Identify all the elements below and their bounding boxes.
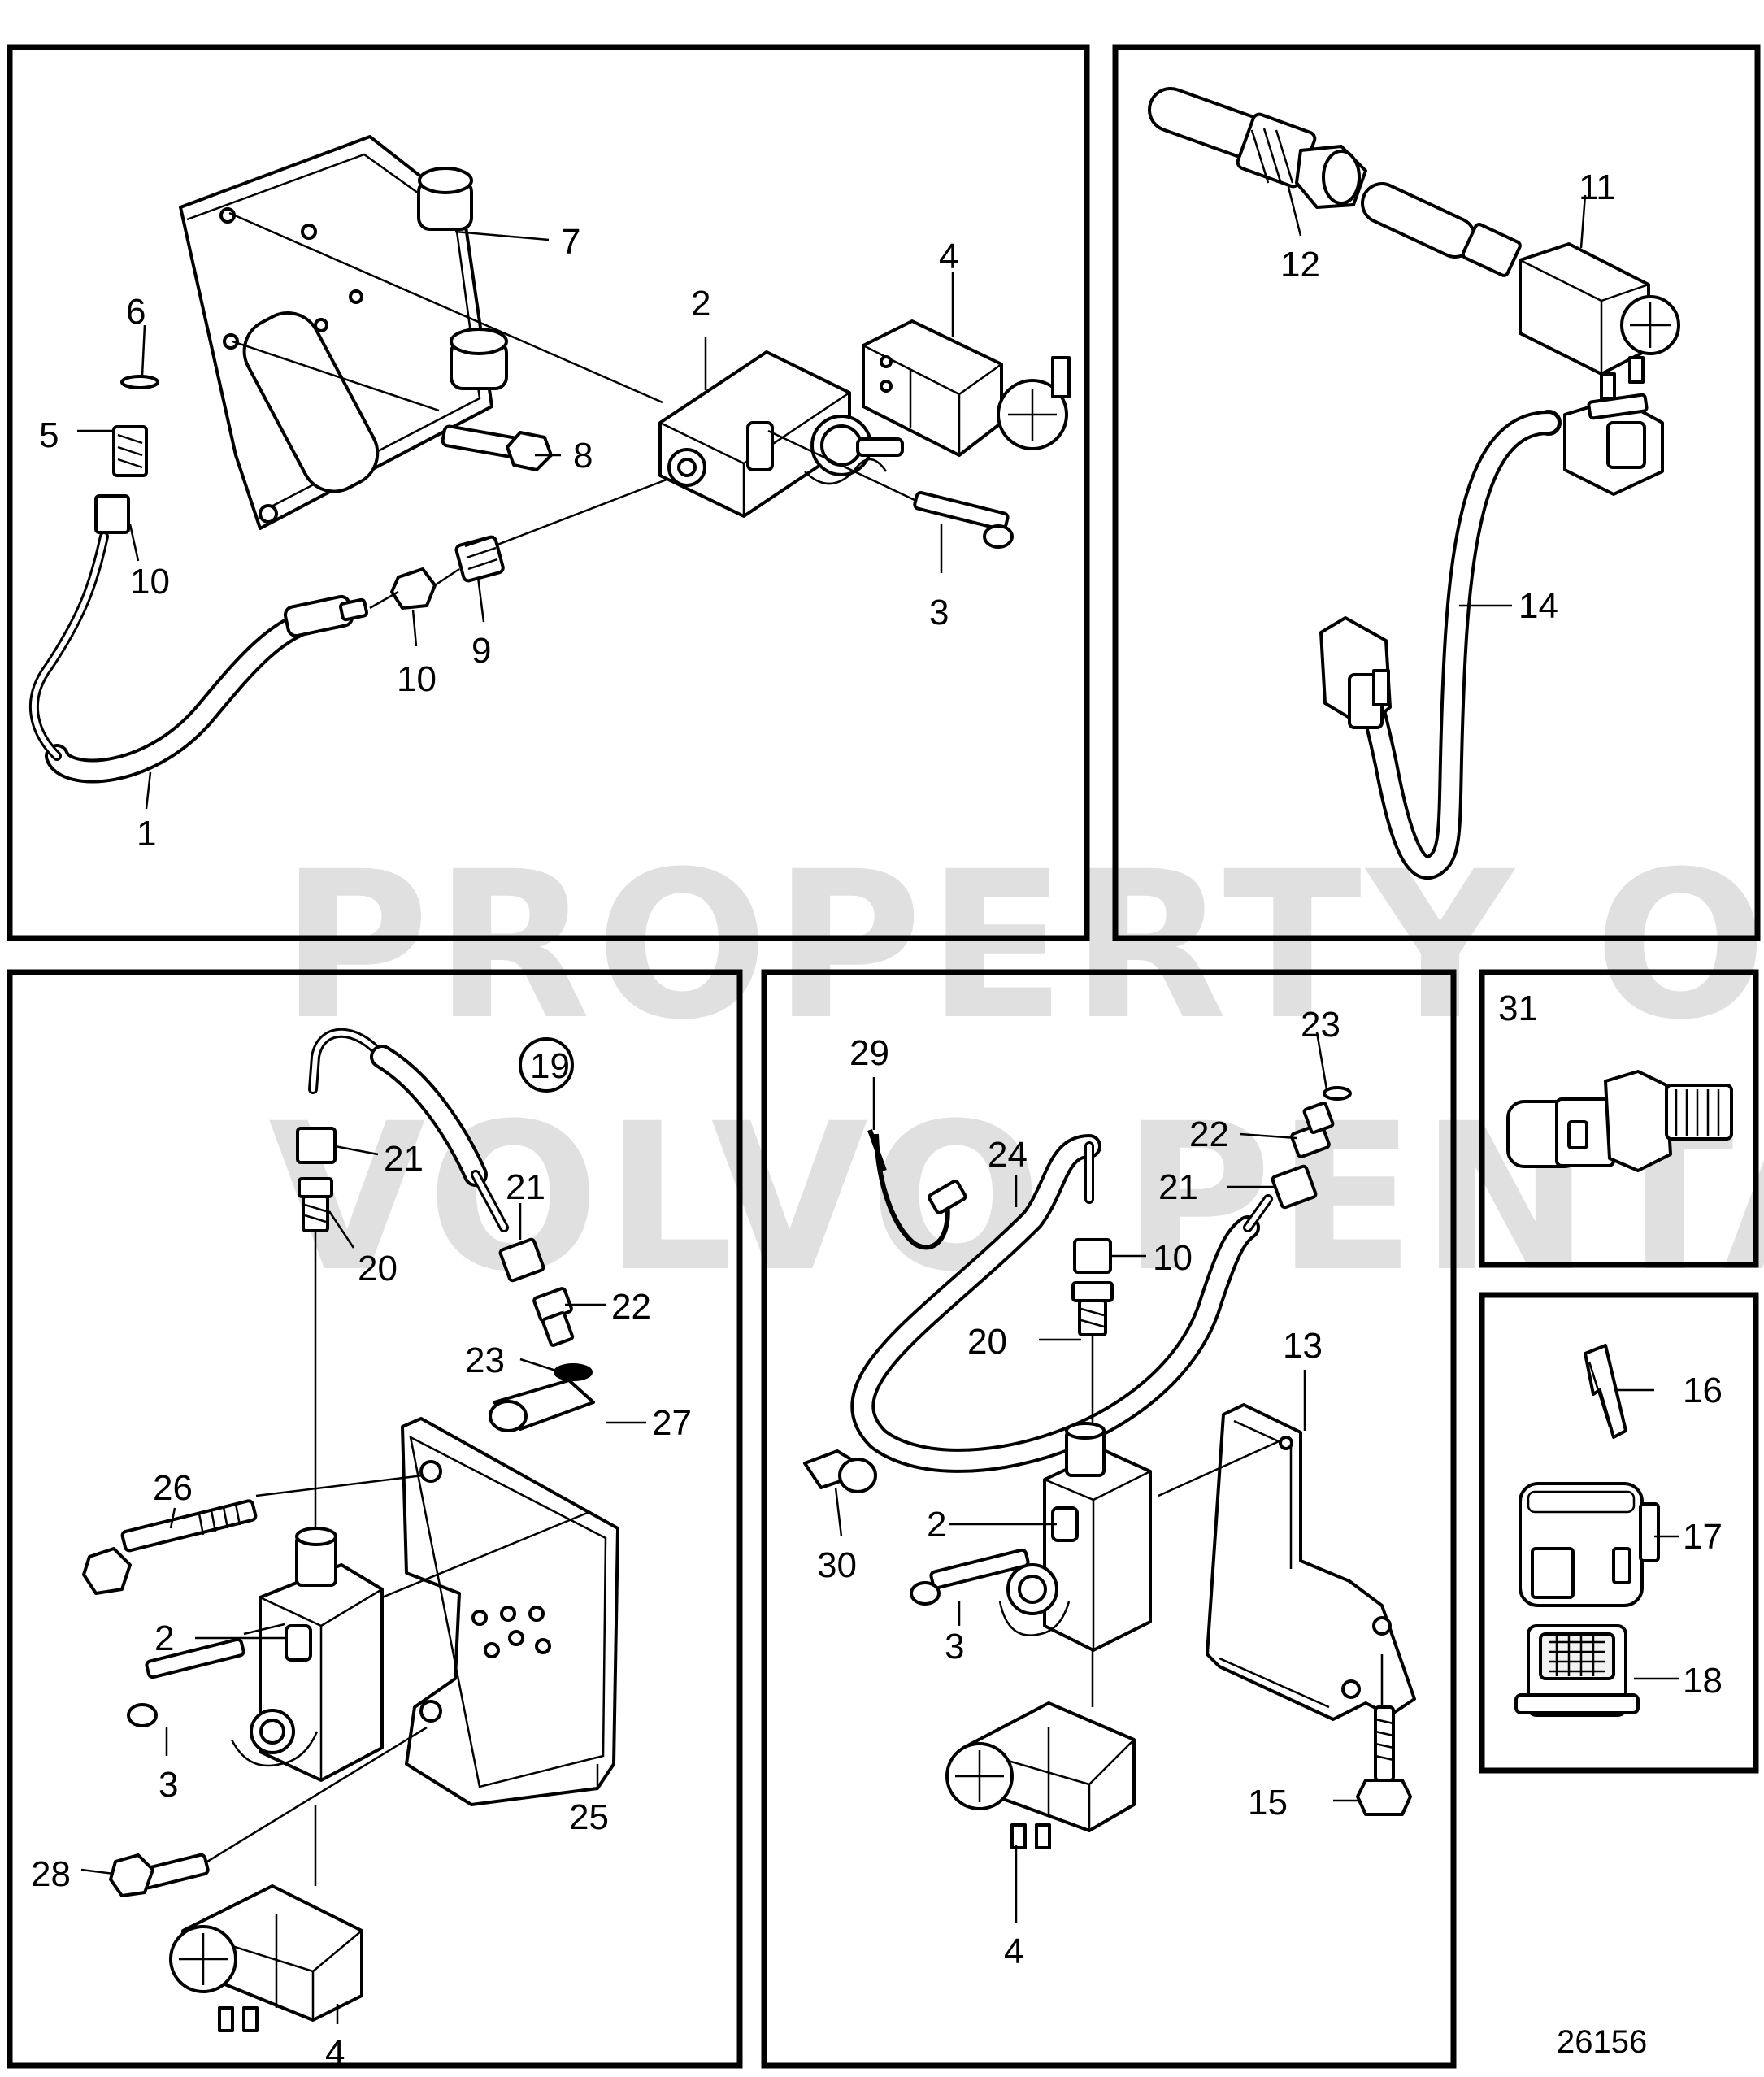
panel-bottom-middle: 29 24 23 22 21 10 20 13 2 30 3 15 4 — [803, 1005, 1416, 1971]
pressure-switch — [1506, 1070, 1733, 1172]
panel-small-right-bottom: 16 17 18 — [1514, 1344, 1723, 1717]
callout-10b: 10 — [397, 659, 437, 699]
screw — [127, 1637, 245, 1727]
sensor-fitting — [1236, 112, 1367, 209]
callout-circle-19 — [519, 1037, 574, 1093]
pressure-sensor — [1361, 182, 1680, 400]
solenoid — [945, 1701, 1136, 1849]
callout-6: 6 — [126, 292, 146, 332]
callout-2: 2 — [154, 1619, 174, 1658]
connector-housing — [1519, 1482, 1660, 1607]
callout-22: 22 — [611, 1287, 651, 1327]
callout-4: 4 — [1004, 1931, 1023, 1971]
panel-top-right: 12 11 14 — [1148, 87, 1680, 880]
callout-14: 14 — [1519, 586, 1558, 626]
callout-12: 12 — [1280, 245, 1320, 285]
callout-31: 31 — [1498, 989, 1538, 1028]
callout-27: 27 — [652, 1403, 692, 1443]
panel-top-right-frame — [1112, 44, 1761, 941]
callout-30: 30 — [817, 1545, 857, 1585]
connector-pin-block — [1514, 1624, 1640, 1717]
screw — [910, 1548, 1030, 1606]
cable — [874, 1133, 950, 1250]
callout-3: 3 — [929, 593, 949, 632]
terminal-clip — [1584, 1344, 1627, 1439]
callout-2: 2 — [927, 1505, 946, 1545]
callout-19: 19 — [530, 1046, 570, 1086]
cable-connector — [1536, 393, 1664, 496]
callout-26: 26 — [153, 1468, 193, 1508]
panel-bottom-middle-frame — [761, 969, 1457, 2069]
callout-23: 23 — [1301, 1005, 1340, 1045]
flange-bolt — [1356, 1705, 1412, 1816]
callout-2: 2 — [691, 284, 710, 324]
panel-small-right-top: 31 — [1498, 989, 1733, 1172]
callout-1: 1 — [137, 814, 156, 854]
callout-17: 17 — [1683, 1517, 1723, 1557]
chain — [230, 1731, 319, 1767]
callout-7: 7 — [561, 222, 580, 262]
valve-block — [250, 1527, 384, 1782]
callout-15: 15 — [1248, 1783, 1288, 1823]
panel-top-left-frame — [7, 44, 1090, 941]
callout-28: 28 — [31, 1854, 71, 1894]
panel-top-left: 7 2 4 6 5 8 10 3 9 10 1 — [28, 135, 1071, 854]
callout-29: 29 — [849, 1033, 889, 1073]
hose — [28, 532, 369, 784]
callout-3: 3 — [159, 1765, 178, 1805]
callout-18: 18 — [1683, 1661, 1723, 1701]
callout-16: 16 — [1683, 1371, 1723, 1410]
callout-5: 5 — [39, 415, 59, 455]
panel-bottom-left-frame — [7, 969, 743, 2069]
callout-10: 10 — [1153, 1238, 1193, 1278]
callout-20: 20 — [358, 1249, 398, 1288]
callout-24: 24 — [988, 1135, 1028, 1175]
panel-bottom-left: 21 20 21 19 22 23 27 26 2 3 25 28 4 — [31, 1028, 692, 2073]
screw — [913, 491, 1014, 549]
callout-10a: 10 — [130, 562, 170, 602]
callout-22: 22 — [1189, 1115, 1229, 1154]
support-bracket — [1206, 1403, 1416, 1721]
cable-plug — [1319, 616, 1392, 729]
hose-clip — [803, 1449, 877, 1493]
panel-small-right-bottom-frame — [1479, 1292, 1759, 1774]
fitting-stack-center — [369, 478, 667, 610]
bolt — [441, 424, 553, 471]
bracket-plate — [179, 135, 493, 530]
callout-3: 3 — [945, 1627, 964, 1666]
callout-11: 11 — [1579, 167, 1616, 207]
panel-small-right-top-frame — [1479, 969, 1759, 1268]
mounting-plate — [401, 1417, 619, 1806]
callout-9: 9 — [471, 631, 491, 671]
spacer-tube — [489, 1379, 595, 1432]
long-bolt — [82, 1499, 258, 1595]
chain — [998, 1601, 1071, 1636]
callout-21b: 21 — [506, 1167, 545, 1207]
callout-23: 23 — [465, 1340, 505, 1380]
callout-21a: 21 — [384, 1139, 424, 1179]
callout-8: 8 — [573, 436, 593, 476]
fitting-stack-left — [94, 375, 159, 534]
short-bolt — [109, 1853, 210, 1897]
solenoid — [169, 1884, 363, 2032]
callout-20: 20 — [967, 1322, 1007, 1362]
valve-block — [658, 350, 904, 518]
watermark-line-1: PROPERTY OF — [280, 828, 1764, 1064]
figure-number: 26156 — [1557, 2024, 1647, 2060]
valve-block — [1043, 1422, 1152, 1652]
solenoid — [862, 319, 1071, 457]
callout-21: 21 — [1158, 1167, 1198, 1207]
callout-25: 25 — [569, 1797, 609, 1837]
callout-4: 4 — [939, 237, 958, 276]
callout-13: 13 — [1283, 1326, 1323, 1366]
callout-4: 4 — [325, 2033, 345, 2073]
